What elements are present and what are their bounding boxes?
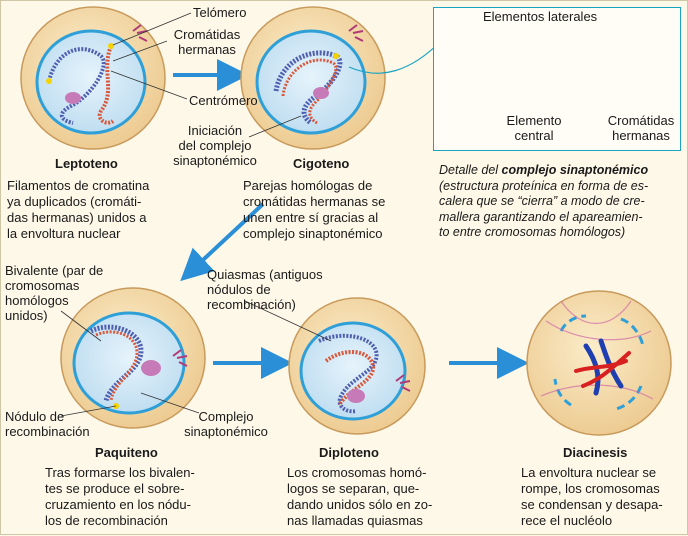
synaptonemal-detail-box xyxy=(433,7,681,151)
detail-caption-bold: complejo sinaptonémico xyxy=(501,163,649,177)
label-complejo: Complejo sinaptonémico xyxy=(184,409,268,439)
label-elementos-laterales: Elementos laterales xyxy=(483,9,598,24)
desc-paquiteno: Tras formarse los bivalen- tes se produc… xyxy=(45,465,195,528)
label-elemento-line2: central xyxy=(514,128,554,143)
label-telomero: Telómero xyxy=(193,5,247,20)
label-elemento-line1: Elemento xyxy=(506,113,562,128)
label-iniciacion-line3: sinaptonémico xyxy=(173,153,257,168)
title-diacinesis: Diacinesis xyxy=(563,445,628,460)
title-leptoteno: Leptoteno xyxy=(55,156,118,171)
diploteno-cell xyxy=(288,297,426,435)
label-iniciacion-line2: del complejo xyxy=(178,138,252,153)
label-iniciacion-line1: Iniciación xyxy=(187,123,243,138)
label-detail-cromatidas: Cromátidas hermanas xyxy=(601,113,681,143)
cigoteno-cell xyxy=(240,6,386,150)
detail-caption: Detalle del complejo sinaptonémico (estr… xyxy=(439,163,685,241)
label-cromatidas-line1: Cromátidas xyxy=(173,27,241,42)
paquiteno-cell xyxy=(60,287,206,429)
label-elemento-central: Elemento central xyxy=(497,113,571,143)
label-centromero: Centrómero xyxy=(189,93,258,108)
desc-leptoteno: Filamentos de cromatina ya duplicados (c… xyxy=(7,178,150,241)
label-detail-cromatidas-line1: Cromátidas xyxy=(607,113,675,128)
arrow-2 xyxy=(180,202,265,282)
detail-caption-rest: (estructura proteínica en forma de es- c… xyxy=(439,178,649,239)
desc-diploteno: Los cromosomas homó- logos se separan, q… xyxy=(287,465,433,528)
label-bivalente: Bivalente (par de cromosomas homólogos u… xyxy=(5,263,104,323)
label-iniciacion: Iniciación del complejo sinaptonémico xyxy=(169,123,261,168)
leptoteno-cell xyxy=(20,6,166,150)
diacinesis-cell xyxy=(526,290,672,436)
desc-cigoteno: Parejas homólogas de cromátidas hermanas… xyxy=(243,178,386,241)
desc-diacinesis: La envoltura nuclear se rompe, los cromo… xyxy=(521,465,663,528)
label-cromatidas-hermanas: Cromátidas hermanas xyxy=(169,27,245,57)
detail-caption-prefix: Detalle del xyxy=(439,163,502,177)
label-quiasmas: Quiasmas (antiguos nódulos de recombinac… xyxy=(207,267,323,312)
label-nodulo: Nódulo de recombinación xyxy=(5,409,90,439)
detail-pointer xyxy=(348,38,444,74)
label-detail-cromatidas-line2: hermanas xyxy=(612,128,670,143)
title-diploteno: Diploteno xyxy=(319,445,379,460)
title-paquiteno: Paquiteno xyxy=(95,445,158,460)
label-cromatidas-line2: hermanas xyxy=(178,42,236,57)
title-cigoteno: Cigoteno xyxy=(293,156,350,171)
